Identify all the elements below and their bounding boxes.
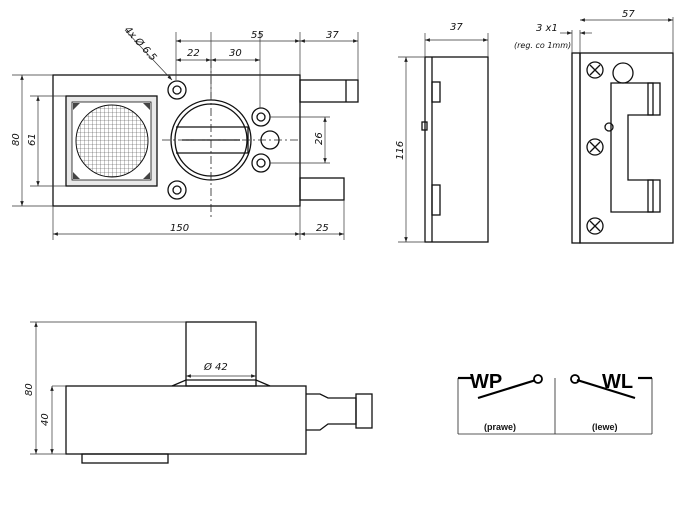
dim-80-bottom: 80 (24, 383, 35, 396)
dim-37-side: 37 (450, 22, 463, 33)
knob (185, 321, 257, 387)
side-body (424, 56, 489, 243)
dim-37-front: 37 (326, 30, 339, 41)
dim-30: 30 (229, 48, 242, 59)
switch-contact-wp (477, 378, 537, 400)
dim-55: 55 (251, 30, 264, 41)
dim-61: 61 (27, 133, 38, 146)
mounting-hole (251, 107, 271, 127)
switch-contact-wl (576, 378, 636, 400)
dim-80-front: 80 (11, 133, 22, 146)
switch-diagram: WP WL (prawe) (lewe) (457, 371, 653, 435)
dim-57: 57 (622, 9, 635, 20)
side-view: 37 116 (395, 22, 489, 243)
label-wl: WL (602, 371, 633, 393)
label-wp: WP (470, 371, 502, 393)
grille-mesh (75, 104, 149, 178)
bottom-body (65, 385, 307, 455)
screw-icon (586, 138, 604, 156)
dim-3x1: 3 x1 (536, 23, 558, 34)
dim-116: 116 (395, 141, 406, 160)
screw-icon (586, 61, 604, 79)
strike-view: 3 x1 (reg. co 1mm) 57 (514, 9, 674, 244)
mounting-hole (167, 180, 187, 200)
strike-pin (612, 62, 634, 84)
front-body (52, 74, 301, 207)
dead-bolt (299, 177, 345, 201)
mounting-hole (251, 153, 271, 173)
caption-prawe: (prawe) (484, 422, 516, 432)
strike-plate-edge (571, 52, 581, 244)
mounting-hole (167, 80, 187, 100)
screw-icon (586, 217, 604, 235)
bottom-view: Ø 42 80 40 (24, 321, 373, 464)
hole-callout: 4x Ø 6.5 (122, 24, 159, 64)
strike-body (579, 52, 674, 244)
dim-diameter-42: Ø 42 (203, 361, 228, 373)
dim-25: 25 (316, 223, 329, 234)
adjust-note: (reg. co 1mm) (514, 41, 571, 50)
front-view: 22 30 55 37 4x Ø 6.5 80 61 26 150 25 (11, 24, 359, 240)
dim-22: 22 (187, 48, 200, 59)
dim-40: 40 (40, 413, 51, 426)
dim-26: 26 (314, 132, 325, 145)
dim-150: 150 (170, 223, 189, 234)
caption-lewe: (lewe) (592, 422, 618, 432)
latch-bolt (299, 79, 359, 103)
strike-latch (610, 82, 654, 213)
